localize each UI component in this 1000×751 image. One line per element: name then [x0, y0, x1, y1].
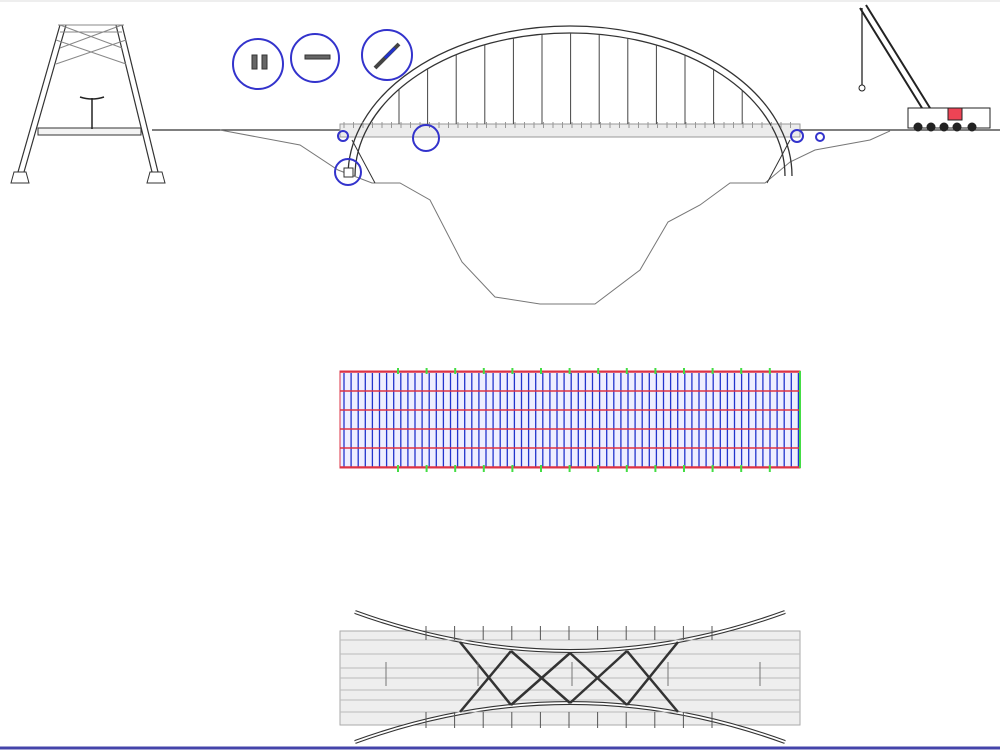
- footings: [10, 171, 166, 184]
- bracing-member: [626, 650, 679, 713]
- bracing-member: [459, 641, 512, 706]
- bracing-member: [569, 652, 628, 706]
- a-frame-legs: [17, 24, 159, 173]
- detail-callout-circle[interactable]: [815, 132, 825, 142]
- arch-bridge-elevation: [339, 25, 801, 177]
- bracing-member: [459, 650, 512, 713]
- detail-glyphs: [251, 42, 401, 178]
- detail-callout-circle[interactable]: [361, 29, 413, 81]
- deck-framing-plan: [339, 368, 801, 472]
- bracing-member: [510, 650, 571, 704]
- plan-outline: [339, 370, 801, 469]
- arch-rib-inner: [354, 32, 786, 177]
- arch-rib-outer: [347, 25, 793, 177]
- detail-callout-circle[interactable]: [790, 129, 804, 143]
- bracing-member: [510, 652, 571, 706]
- detail-callout-circle[interactable]: [412, 124, 440, 152]
- abutments: [351, 139, 791, 184]
- detail-callout-circle[interactable]: [337, 130, 349, 142]
- bridge-cross-section: [10, 24, 166, 184]
- arch-plan-rib-top-fill: [354, 611, 786, 652]
- cross-section-deck: [37, 127, 142, 136]
- bracing-member: [569, 650, 628, 704]
- crane-icon: [858, 4, 991, 132]
- detail-callout-circle[interactable]: [232, 38, 284, 90]
- arch-bracing-plan: [339, 610, 801, 744]
- street-lamp-icon: [79, 96, 105, 129]
- terrain-profile: [219, 129, 891, 305]
- bracing-member: [626, 641, 679, 706]
- detail-callout-circle[interactable]: [290, 33, 340, 83]
- detail-callout-circle[interactable]: [334, 158, 362, 186]
- top-bracing: [55, 24, 127, 65]
- bridge-deck: [339, 123, 801, 138]
